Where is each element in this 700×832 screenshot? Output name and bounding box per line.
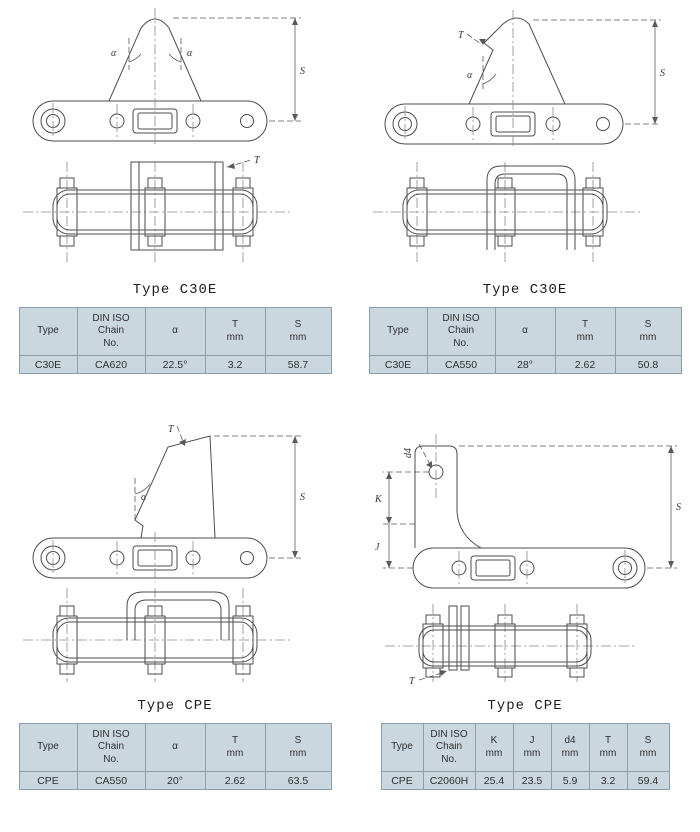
cell-j: 23.5 bbox=[512, 771, 552, 790]
s-dimension-label: S bbox=[300, 66, 305, 77]
alpha-label: α bbox=[467, 70, 473, 81]
col-header-d4: d4 mm bbox=[550, 723, 590, 772]
section-c30e-ca620: α α S bbox=[0, 0, 350, 416]
section-cpe-ca550: α T S bbox=[0, 416, 350, 832]
cell-t: 2.62 bbox=[204, 771, 266, 790]
section-title: Type CPE bbox=[487, 698, 563, 714]
table-row: CPE C2060H 25.4 23.5 5.9 3.2 59.4 bbox=[380, 771, 670, 790]
cell-alpha: 28° bbox=[494, 355, 556, 374]
col-header-chain-no: DIN ISO Chain No. bbox=[422, 723, 476, 772]
col-header-alpha: α bbox=[144, 307, 206, 356]
s-dimension-label: S bbox=[676, 502, 681, 513]
section-title: Type C30E bbox=[482, 282, 568, 298]
spec-table: Type DIN ISO Chain No. K mm J mm d4 mm T… bbox=[380, 723, 670, 790]
col-header-alpha: α bbox=[144, 723, 206, 772]
cell-type: C30E bbox=[18, 355, 78, 374]
cell-alpha: 20° bbox=[144, 771, 206, 790]
s-dimension-label: S bbox=[660, 68, 665, 79]
cell-type: CPE bbox=[18, 771, 78, 790]
section-title: Type CPE bbox=[137, 698, 213, 714]
section-cpe-c2060h: d4 K J bbox=[350, 416, 700, 832]
t-dimension-label: T bbox=[409, 676, 416, 686]
spec-table: Type DIN ISO Chain No. α T mm S mm CPE C… bbox=[18, 723, 332, 790]
drawing-cpe-c2060h: d4 K J bbox=[355, 420, 695, 687]
table-header-row: Type DIN ISO Chain No. α T mm S mm bbox=[18, 723, 332, 772]
t-dimension-label: T bbox=[254, 155, 261, 166]
table-row: CPE CA550 20° 2.62 63.5 bbox=[18, 771, 332, 790]
alpha-label-left: α bbox=[111, 48, 117, 59]
col-header-type: Type bbox=[18, 307, 78, 356]
col-header-t: T mm bbox=[204, 723, 266, 772]
d4-dimension-label: d4 bbox=[403, 448, 414, 458]
col-header-s: S mm bbox=[264, 723, 332, 772]
table-row: C30E CA620 22.5° 3.2 58.7 bbox=[18, 355, 332, 374]
chain-drawing-svg: d4 K J bbox=[374, 434, 681, 687]
section-c30e-ca550: α T S bbox=[350, 0, 700, 416]
table-header-row: Type DIN ISO Chain No. α T mm S mm bbox=[18, 307, 332, 356]
col-header-type: Type bbox=[18, 723, 78, 772]
col-header-chain-no: DIN ISO Chain No. bbox=[76, 307, 146, 356]
spec-table: Type DIN ISO Chain No. α T mm S mm C30E … bbox=[18, 307, 332, 374]
cell-type: CPE bbox=[380, 771, 424, 790]
chain-drawing-svg: α T S bbox=[23, 424, 305, 682]
col-header-t: T mm bbox=[204, 307, 266, 356]
spec-table: Type DIN ISO Chain No. α T mm S mm C30E … bbox=[368, 307, 682, 374]
drawing-c30e-ca620: α α S bbox=[5, 4, 345, 270]
section-title: Type C30E bbox=[132, 282, 218, 298]
cell-type: C30E bbox=[368, 355, 428, 374]
cell-chain-no: CA620 bbox=[76, 355, 146, 374]
col-header-t: T mm bbox=[554, 307, 616, 356]
col-header-alpha: α bbox=[494, 307, 556, 356]
col-header-type: Type bbox=[368, 307, 428, 356]
cell-t: 3.2 bbox=[204, 355, 266, 374]
table-header-row: Type DIN ISO Chain No. K mm J mm d4 mm T… bbox=[380, 723, 670, 772]
col-header-chain-no: DIN ISO Chain No. bbox=[426, 307, 496, 356]
drawing-cpe-ca550: α T S bbox=[5, 420, 345, 686]
alpha-label: α bbox=[141, 492, 147, 503]
t-dimension-label: T bbox=[458, 30, 465, 41]
t-dimension-label: T bbox=[168, 424, 175, 435]
j-dimension-label: J bbox=[375, 542, 380, 553]
cell-s: 58.7 bbox=[264, 355, 332, 374]
chain-drawing-svg: α α S bbox=[23, 8, 305, 262]
cell-d4: 5.9 bbox=[550, 771, 590, 790]
cell-chain-no: C2060H bbox=[422, 771, 476, 790]
cell-chain-no: CA550 bbox=[76, 771, 146, 790]
cell-s: 63.5 bbox=[264, 771, 332, 790]
cell-t: 2.62 bbox=[554, 355, 616, 374]
cell-t: 3.2 bbox=[588, 771, 628, 790]
col-header-j: J mm bbox=[512, 723, 552, 772]
cell-k: 25.4 bbox=[474, 771, 514, 790]
k-dimension-label: K bbox=[374, 494, 383, 505]
cell-chain-no: CA550 bbox=[426, 355, 496, 374]
alpha-label-right: α bbox=[187, 48, 193, 59]
s-dimension-label: S bbox=[300, 492, 305, 503]
col-header-chain-no: DIN ISO Chain No. bbox=[76, 723, 146, 772]
cell-alpha: 22.5° bbox=[144, 355, 206, 374]
col-header-type: Type bbox=[380, 723, 424, 772]
table-header-row: Type DIN ISO Chain No. α T mm S mm bbox=[368, 307, 682, 356]
col-header-s: S mm bbox=[626, 723, 670, 772]
cell-s: 59.4 bbox=[626, 771, 670, 790]
col-header-k: K mm bbox=[474, 723, 514, 772]
table-row: C30E CA550 28° 2.62 50.8 bbox=[368, 355, 682, 374]
col-header-s: S mm bbox=[614, 307, 682, 356]
chain-drawing-svg: α T S bbox=[373, 10, 665, 262]
drawing-c30e-ca550: α T S bbox=[355, 4, 695, 270]
col-header-t: T mm bbox=[588, 723, 628, 772]
col-header-s: S mm bbox=[264, 307, 332, 356]
cell-s: 50.8 bbox=[614, 355, 682, 374]
